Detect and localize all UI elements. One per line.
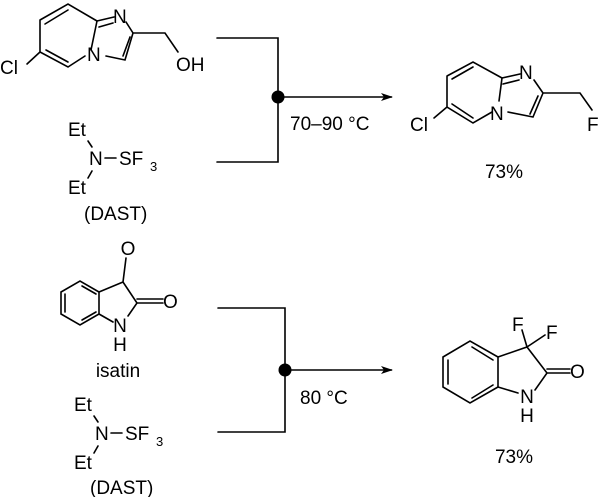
reaction-arrow-1: 70–90 °C [216,37,393,163]
o-label: O [121,239,136,260]
h-label: H [520,406,534,427]
f-label: F [546,323,558,344]
dast-label: (DAST) [90,478,153,497]
n-label: N [89,149,103,170]
et-label: Et [74,453,93,474]
reagent-dast: Et N SF 3 Et (DAST) [74,395,163,497]
conditions-label: 80 °C [300,388,348,409]
o-label: O [570,362,585,383]
dast-label: (DAST) [84,204,147,225]
conditions-label: 70–90 °C [290,114,369,135]
n-label: N [113,7,127,28]
yield-label: 73% [495,447,533,468]
isatin-label: isatin [96,361,140,382]
n-label: N [490,104,504,125]
reagent-dast: Et N SF 3 Et (DAST) [68,120,157,225]
et-label: Et [68,178,87,199]
product-difluorooxindole: F F O N H 73% [442,315,585,468]
n-label: N [87,45,101,66]
oh-label: OH [176,55,205,76]
n-label: N [520,387,534,408]
subscript-3: 3 [150,159,157,174]
f-label: F [587,115,599,136]
sf-label: SF [119,149,143,170]
n-label: N [519,63,533,84]
subscript-3: 3 [156,434,163,449]
product-fluoromethyl-imidazopyridine: Cl N N F 73% [410,61,599,183]
n-label: N [113,316,127,337]
n-label: N [95,424,109,445]
yield-label: 73% [485,162,523,183]
et-label: Et [74,395,93,416]
sf-label: SF [125,424,149,445]
h-label: H [113,335,127,356]
o-label: O [163,292,178,313]
cl-label: Cl [410,115,428,136]
reactant-isatin: O O N H isatin [60,239,178,382]
cl-label: Cl [0,58,18,79]
reactant-chloroimidazopyridine-methanol: Cl N N OH [0,3,205,79]
et-label: Et [68,120,87,141]
f-label: F [512,315,524,336]
reaction-arrow-2: 80 °C [217,307,393,433]
